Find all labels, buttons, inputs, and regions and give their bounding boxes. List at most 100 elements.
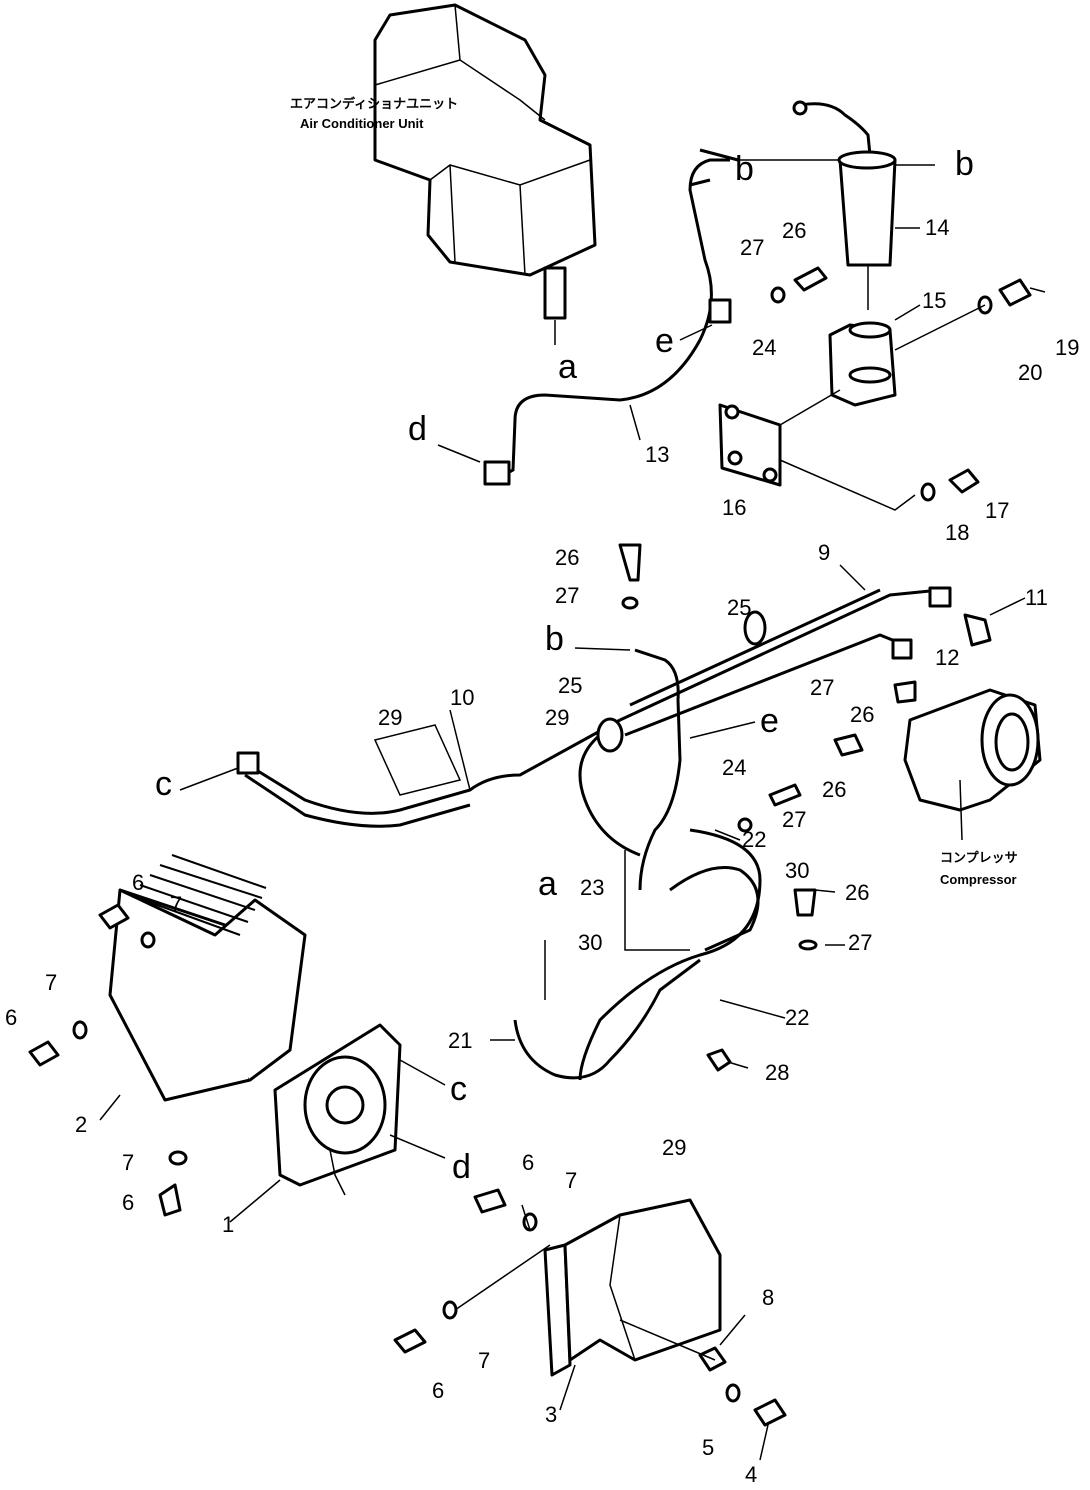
air-conditioner-unit-label-en: Air Conditioner Unit bbox=[300, 116, 424, 131]
ref-marker-d-top: d bbox=[408, 410, 427, 448]
callout-leaders bbox=[99, 227, 1026, 1461]
bolt-6-e bbox=[393, 1328, 427, 1354]
compressor-label-en: Compressor bbox=[940, 872, 1017, 887]
callout-18: 18 bbox=[945, 520, 969, 545]
callout-2: 2 bbox=[75, 1112, 87, 1137]
washer-7-e bbox=[442, 1300, 458, 1320]
fitting-12 bbox=[893, 680, 917, 704]
callout-28: 28 bbox=[765, 1060, 789, 1085]
ref-marker-b-top: b bbox=[735, 150, 754, 188]
bracket-15 bbox=[828, 321, 897, 407]
ref-marker-b-mid: b bbox=[545, 620, 564, 658]
washer-27-mid-2 bbox=[737, 817, 753, 833]
compressor-label-jp: コンプレッサ bbox=[940, 850, 1018, 865]
receiver-drier-14 bbox=[792, 100, 897, 267]
callout-29-c: 29 bbox=[662, 1135, 686, 1160]
callout-7-d: 7 bbox=[565, 1168, 577, 1193]
callout-19: 19 bbox=[1055, 335, 1079, 360]
hose-9 bbox=[619, 586, 952, 737]
callout-23: 23 bbox=[580, 875, 604, 900]
callout-15: 15 bbox=[922, 288, 946, 313]
callout-22-a: 22 bbox=[742, 827, 766, 852]
callout-25-b: 25 bbox=[558, 673, 582, 698]
bolt-6-c bbox=[158, 1183, 182, 1217]
callout-13: 13 bbox=[645, 442, 669, 467]
bolt-6-d bbox=[473, 1188, 507, 1214]
callout-6-a: 6 bbox=[132, 870, 144, 895]
callout-6-c: 6 bbox=[122, 1190, 134, 1215]
b-leader-mid bbox=[574, 647, 631, 651]
valve-11 bbox=[963, 613, 992, 647]
c-leader-bottom bbox=[399, 1059, 446, 1086]
nut-28 bbox=[706, 1048, 732, 1072]
bolt-6-a bbox=[98, 903, 130, 930]
callout-14: 14 bbox=[925, 215, 949, 240]
callout-9: 9 bbox=[818, 540, 830, 565]
callout-26-a: 26 bbox=[782, 218, 806, 243]
callout-24-a: 24 bbox=[752, 335, 776, 360]
callout-20: 20 bbox=[1018, 360, 1042, 385]
callout-12: 12 bbox=[935, 645, 959, 670]
bolt-26-mid-2 bbox=[768, 783, 802, 807]
callout-7-b: 7 bbox=[45, 970, 57, 995]
washer-5 bbox=[725, 1383, 741, 1403]
callout-7-a: 7 bbox=[170, 892, 182, 917]
compressor bbox=[903, 688, 1042, 841]
air-conditioner-unit bbox=[373, 3, 597, 345]
bolt-19 bbox=[998, 278, 1046, 307]
ref-marker-c-mid: c bbox=[155, 765, 172, 803]
leader-19-20 bbox=[894, 304, 986, 351]
callout-6-b: 6 bbox=[5, 1005, 17, 1030]
callout-27-a: 27 bbox=[740, 235, 764, 260]
callout-27-b: 27 bbox=[555, 583, 579, 608]
air-conditioner-unit-label-jp: エアコンディショナユニット bbox=[290, 96, 458, 111]
washer-27-top bbox=[770, 286, 786, 304]
callout-3: 3 bbox=[545, 1402, 557, 1427]
washer-7-a bbox=[140, 931, 156, 949]
ref-marker-c-bottom: c bbox=[450, 1070, 467, 1108]
bolt-26-mid-top bbox=[618, 543, 642, 582]
e-leader-mid bbox=[689, 721, 756, 739]
callout-26-c: 26 bbox=[850, 702, 874, 727]
guard-leaders bbox=[454, 1244, 716, 1361]
b-leader bbox=[740, 159, 935, 166]
callout-30-a: 30 bbox=[785, 858, 809, 883]
callout-17: 17 bbox=[985, 498, 1009, 523]
callout-29-b: 29 bbox=[545, 705, 569, 730]
hose-loop bbox=[513, 648, 762, 1081]
callout-26-e: 26 bbox=[845, 880, 869, 905]
callout-11: 11 bbox=[1025, 585, 1048, 610]
callout-25-a: 25 bbox=[727, 595, 751, 620]
e-leader-top bbox=[679, 324, 713, 341]
bolt-6-b bbox=[28, 1040, 60, 1067]
clamp-29-mid bbox=[596, 717, 624, 753]
callout-numbers: 1 2 3 4 5 6 6 6 6 6 7 7 7 7 7 8 9 10 11 … bbox=[5, 215, 1079, 1487]
callout-7-e: 7 bbox=[478, 1348, 490, 1373]
washer-7-b bbox=[72, 1020, 88, 1040]
c-leader-mid bbox=[179, 767, 239, 791]
ref-marker-a-mid: a bbox=[538, 865, 557, 903]
ref-marker-a-top: a bbox=[558, 348, 577, 386]
callout-26-d: 26 bbox=[822, 777, 846, 802]
clamp-29-left bbox=[373, 724, 462, 796]
washer-18 bbox=[920, 482, 936, 502]
callout-16: 16 bbox=[722, 495, 746, 520]
washer-7-c bbox=[168, 1150, 188, 1166]
callout-27-d: 27 bbox=[782, 807, 806, 832]
callout-27-e: 27 bbox=[848, 930, 872, 955]
washer-27-mid bbox=[621, 596, 639, 610]
hose-10 bbox=[236, 718, 621, 828]
callout-26-b: 26 bbox=[555, 545, 579, 570]
callout-1: 1 bbox=[222, 1212, 234, 1237]
washer-27-mid-3 bbox=[798, 939, 818, 951]
guard-3 bbox=[543, 1198, 722, 1377]
callout-6-e: 6 bbox=[432, 1378, 444, 1403]
callout-24-b: 24 bbox=[722, 755, 746, 780]
plate-16 bbox=[718, 403, 782, 487]
callout-7-c: 7 bbox=[122, 1150, 134, 1175]
bolt-26-mid-right bbox=[833, 733, 864, 757]
bolt-26-top bbox=[793, 266, 828, 292]
callout-21: 21 bbox=[448, 1028, 472, 1053]
ref-marker-d-bottom: d bbox=[452, 1148, 471, 1186]
